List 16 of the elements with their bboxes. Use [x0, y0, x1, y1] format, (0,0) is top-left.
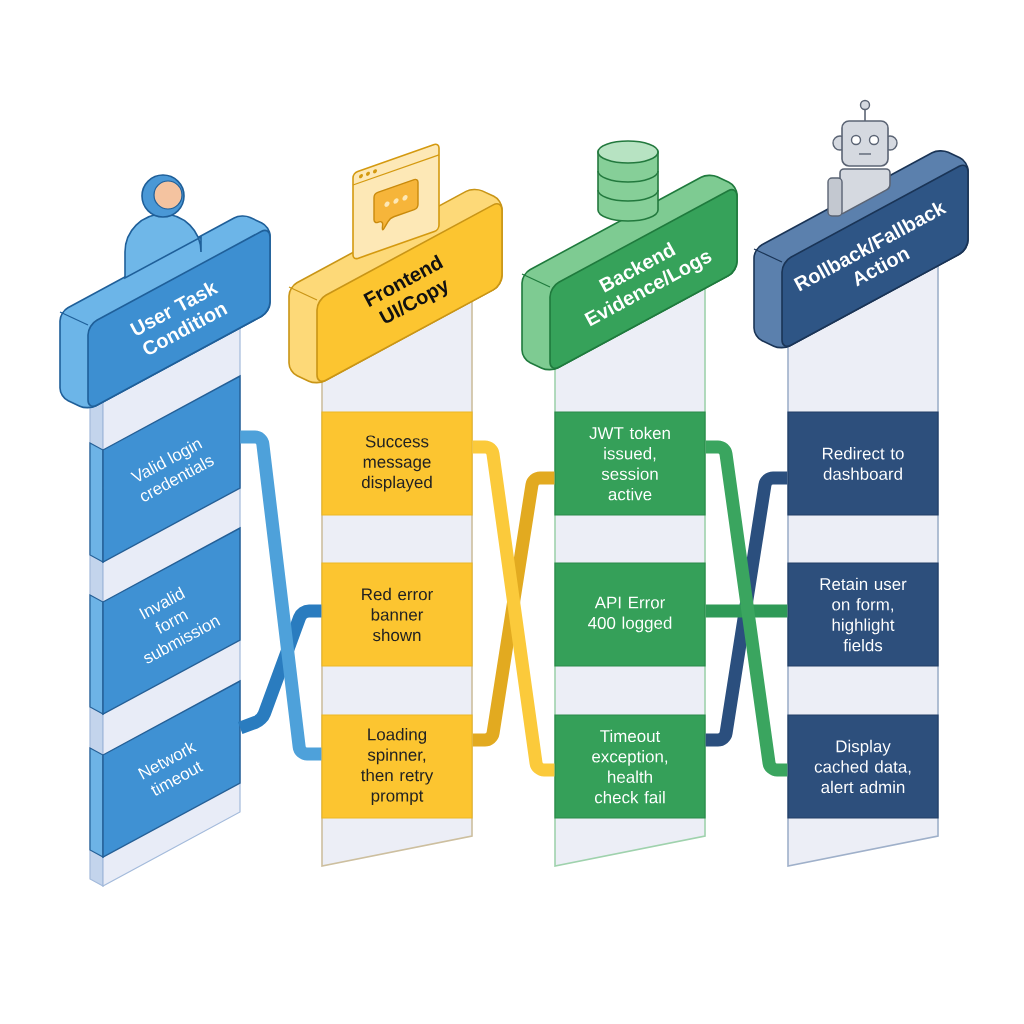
connector-line: [240, 430, 322, 761]
column-cell: API Error 400 logged: [554, 562, 706, 667]
connector-line: [705, 471, 788, 747]
column-cell: Retain user on form, highlight fields: [787, 562, 939, 667]
column-cell: Display cached data, alert admin: [787, 714, 939, 819]
column-cell: Redirect to dashboard: [787, 411, 939, 516]
connector-line: [472, 440, 555, 777]
column-cell: JWT token issued, session active: [554, 411, 706, 516]
column-cell: Red error banner shown: [321, 562, 473, 667]
connector-line: [237, 604, 322, 735]
column-cell: Loading spinner, then retry prompt: [321, 714, 473, 819]
connector-line: [472, 471, 555, 747]
connector-line: [705, 440, 788, 777]
connector-line: [705, 604, 788, 618]
column-cell: Success message displayed: [321, 411, 473, 516]
column-cell: Timeout exception, health check fail: [554, 714, 706, 819]
